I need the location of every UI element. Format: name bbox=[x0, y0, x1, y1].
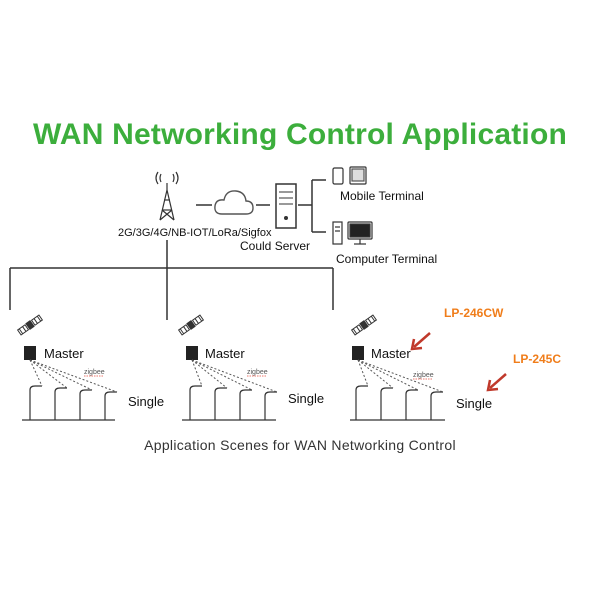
arrow-icon bbox=[486, 373, 507, 392]
mobile-terminal-label: Mobile Terminal bbox=[340, 189, 424, 203]
server-label: Could Server bbox=[240, 239, 310, 253]
zigbee-label: zigbee bbox=[413, 372, 434, 379]
single-label: Single bbox=[128, 394, 164, 409]
zigbee-links bbox=[29, 359, 118, 393]
lamp-posts bbox=[22, 385, 117, 421]
arrow-icon bbox=[410, 332, 431, 351]
single-model-label: LP-245C bbox=[513, 352, 561, 366]
scene-0: Master zigbee Single bbox=[16, 314, 164, 421]
master-device-icon bbox=[352, 346, 364, 360]
zigbee-label: zigbee bbox=[247, 369, 268, 376]
master-device-icon bbox=[24, 346, 36, 360]
lamp-posts bbox=[182, 385, 277, 421]
computer-terminal-label: Computer Terminal bbox=[336, 252, 437, 266]
page-title: WAN Networking Control Application bbox=[33, 118, 567, 151]
distribution-lines bbox=[9, 240, 334, 320]
terminal-bracket bbox=[298, 179, 326, 233]
computer-terminal-icon bbox=[332, 221, 373, 245]
master-label: Master bbox=[205, 346, 245, 361]
master-label: Master bbox=[371, 346, 411, 361]
tower-label: 2G/3G/4G/NB-IOT/LoRa/Sigfox bbox=[118, 227, 272, 239]
cloud-icon bbox=[214, 190, 254, 215]
lamp-posts bbox=[350, 385, 445, 421]
zigbee-links bbox=[357, 359, 444, 393]
master-device-icon bbox=[186, 346, 198, 360]
master-model-label: LP-246CW bbox=[444, 306, 504, 320]
single-label: Single bbox=[456, 396, 492, 411]
scene-1: Master zigbee Single bbox=[177, 314, 324, 421]
mobile-terminal-icon bbox=[332, 166, 367, 185]
diagram-caption: Application Scenes for WAN Networking Co… bbox=[144, 437, 456, 453]
zigbee-links bbox=[191, 359, 278, 393]
cell-tower-icon bbox=[155, 171, 179, 221]
server-icon bbox=[275, 183, 297, 229]
zigbee-label: zigbee bbox=[84, 369, 105, 376]
master-label: Master bbox=[44, 346, 84, 361]
satellite-icon bbox=[350, 314, 378, 336]
single-label: Single bbox=[288, 391, 324, 406]
satellite-icon bbox=[16, 314, 44, 336]
scene-2: Master zigbee Single LP-246CW LP-245C bbox=[350, 306, 561, 421]
satellite-icon bbox=[177, 314, 205, 336]
